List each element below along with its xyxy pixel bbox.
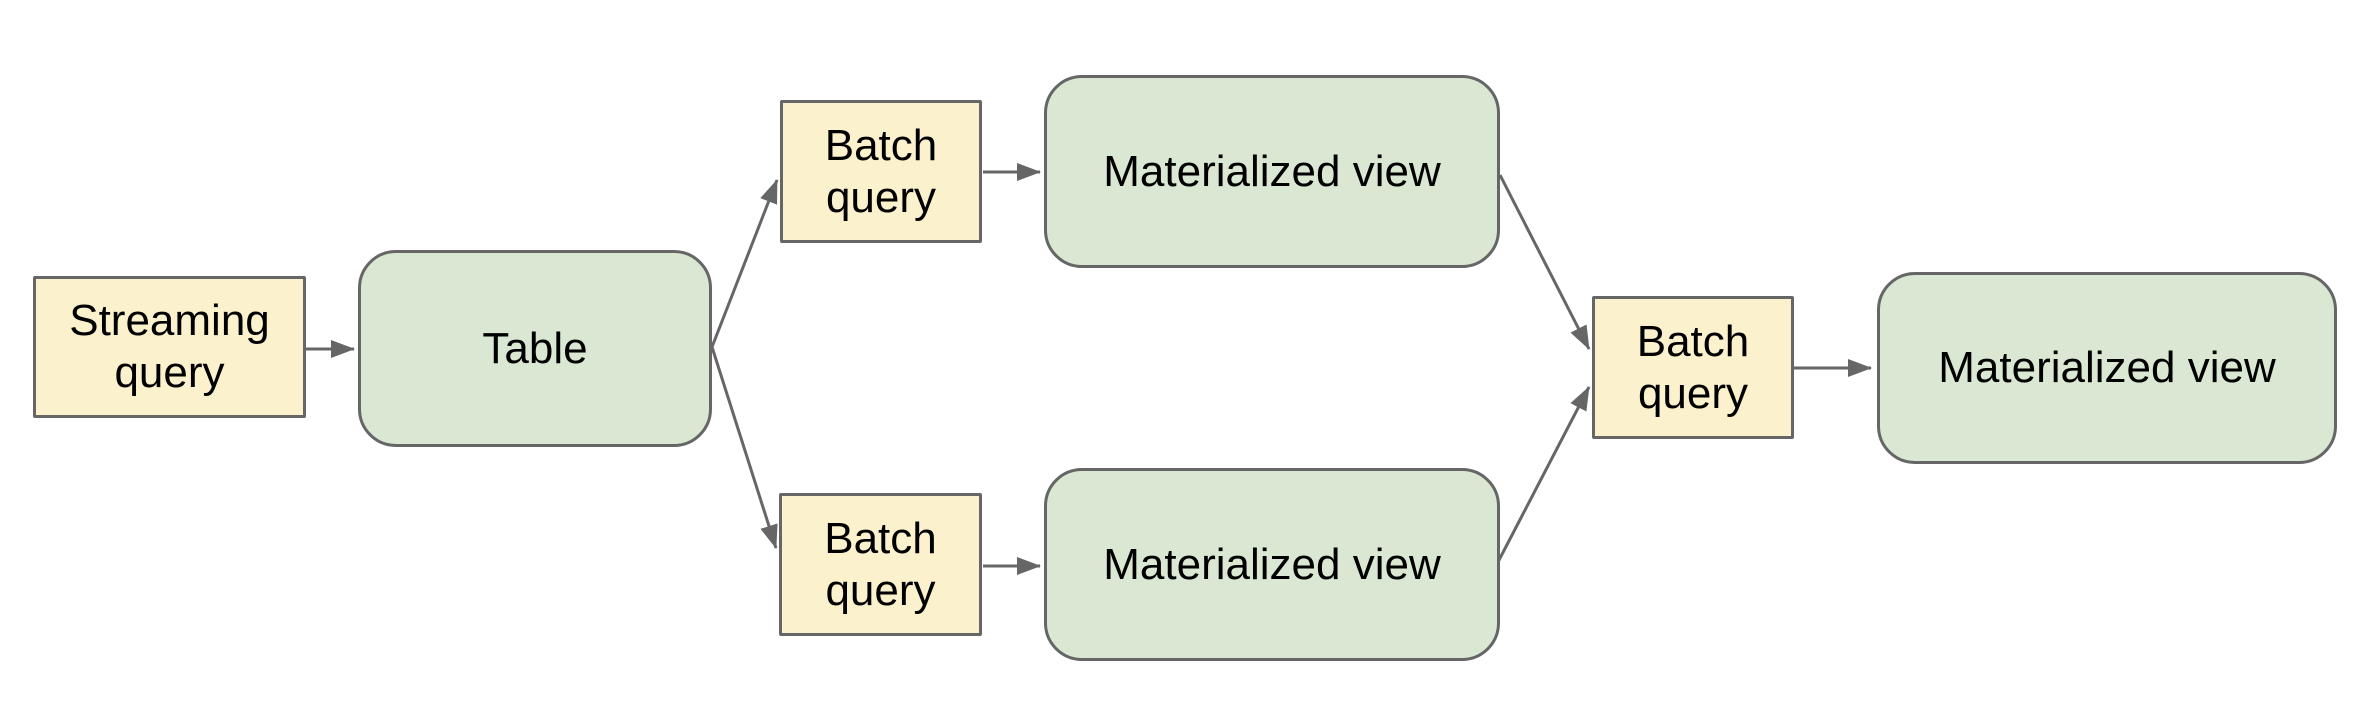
node-label: Materialized view (1938, 343, 2276, 393)
node-streaming-query: Streaming query (33, 276, 306, 418)
node-materialized-view-right: Materialized view (1877, 272, 2337, 464)
node-label: Table (482, 323, 588, 373)
node-label: Batch query (824, 513, 937, 615)
node-batch-query-top: Batch query (780, 100, 982, 243)
node-materialized-view-top: Materialized view (1044, 75, 1500, 268)
arrow-materialized-view-bottom-to-batch-query-right (1496, 386, 1591, 563)
node-batch-query-bottom: Batch query (779, 493, 982, 636)
node-label: Materialized view (1103, 539, 1441, 589)
node-batch-query-right: Batch query (1592, 296, 1794, 439)
node-table: Table (358, 250, 712, 447)
node-label: Materialized view (1103, 146, 1441, 196)
node-label: Batch query (824, 120, 938, 222)
node-materialized-view-bottom: Materialized view (1044, 468, 1500, 661)
arrow-table-to-batch-query-top (710, 179, 779, 348)
arrow-materialized-view-top-to-batch-query-right (1498, 174, 1591, 350)
node-label: Batch query (1636, 316, 1750, 418)
arrow-table-to-batch-query-bottom (710, 346, 778, 549)
node-label: Streaming query (69, 296, 270, 397)
